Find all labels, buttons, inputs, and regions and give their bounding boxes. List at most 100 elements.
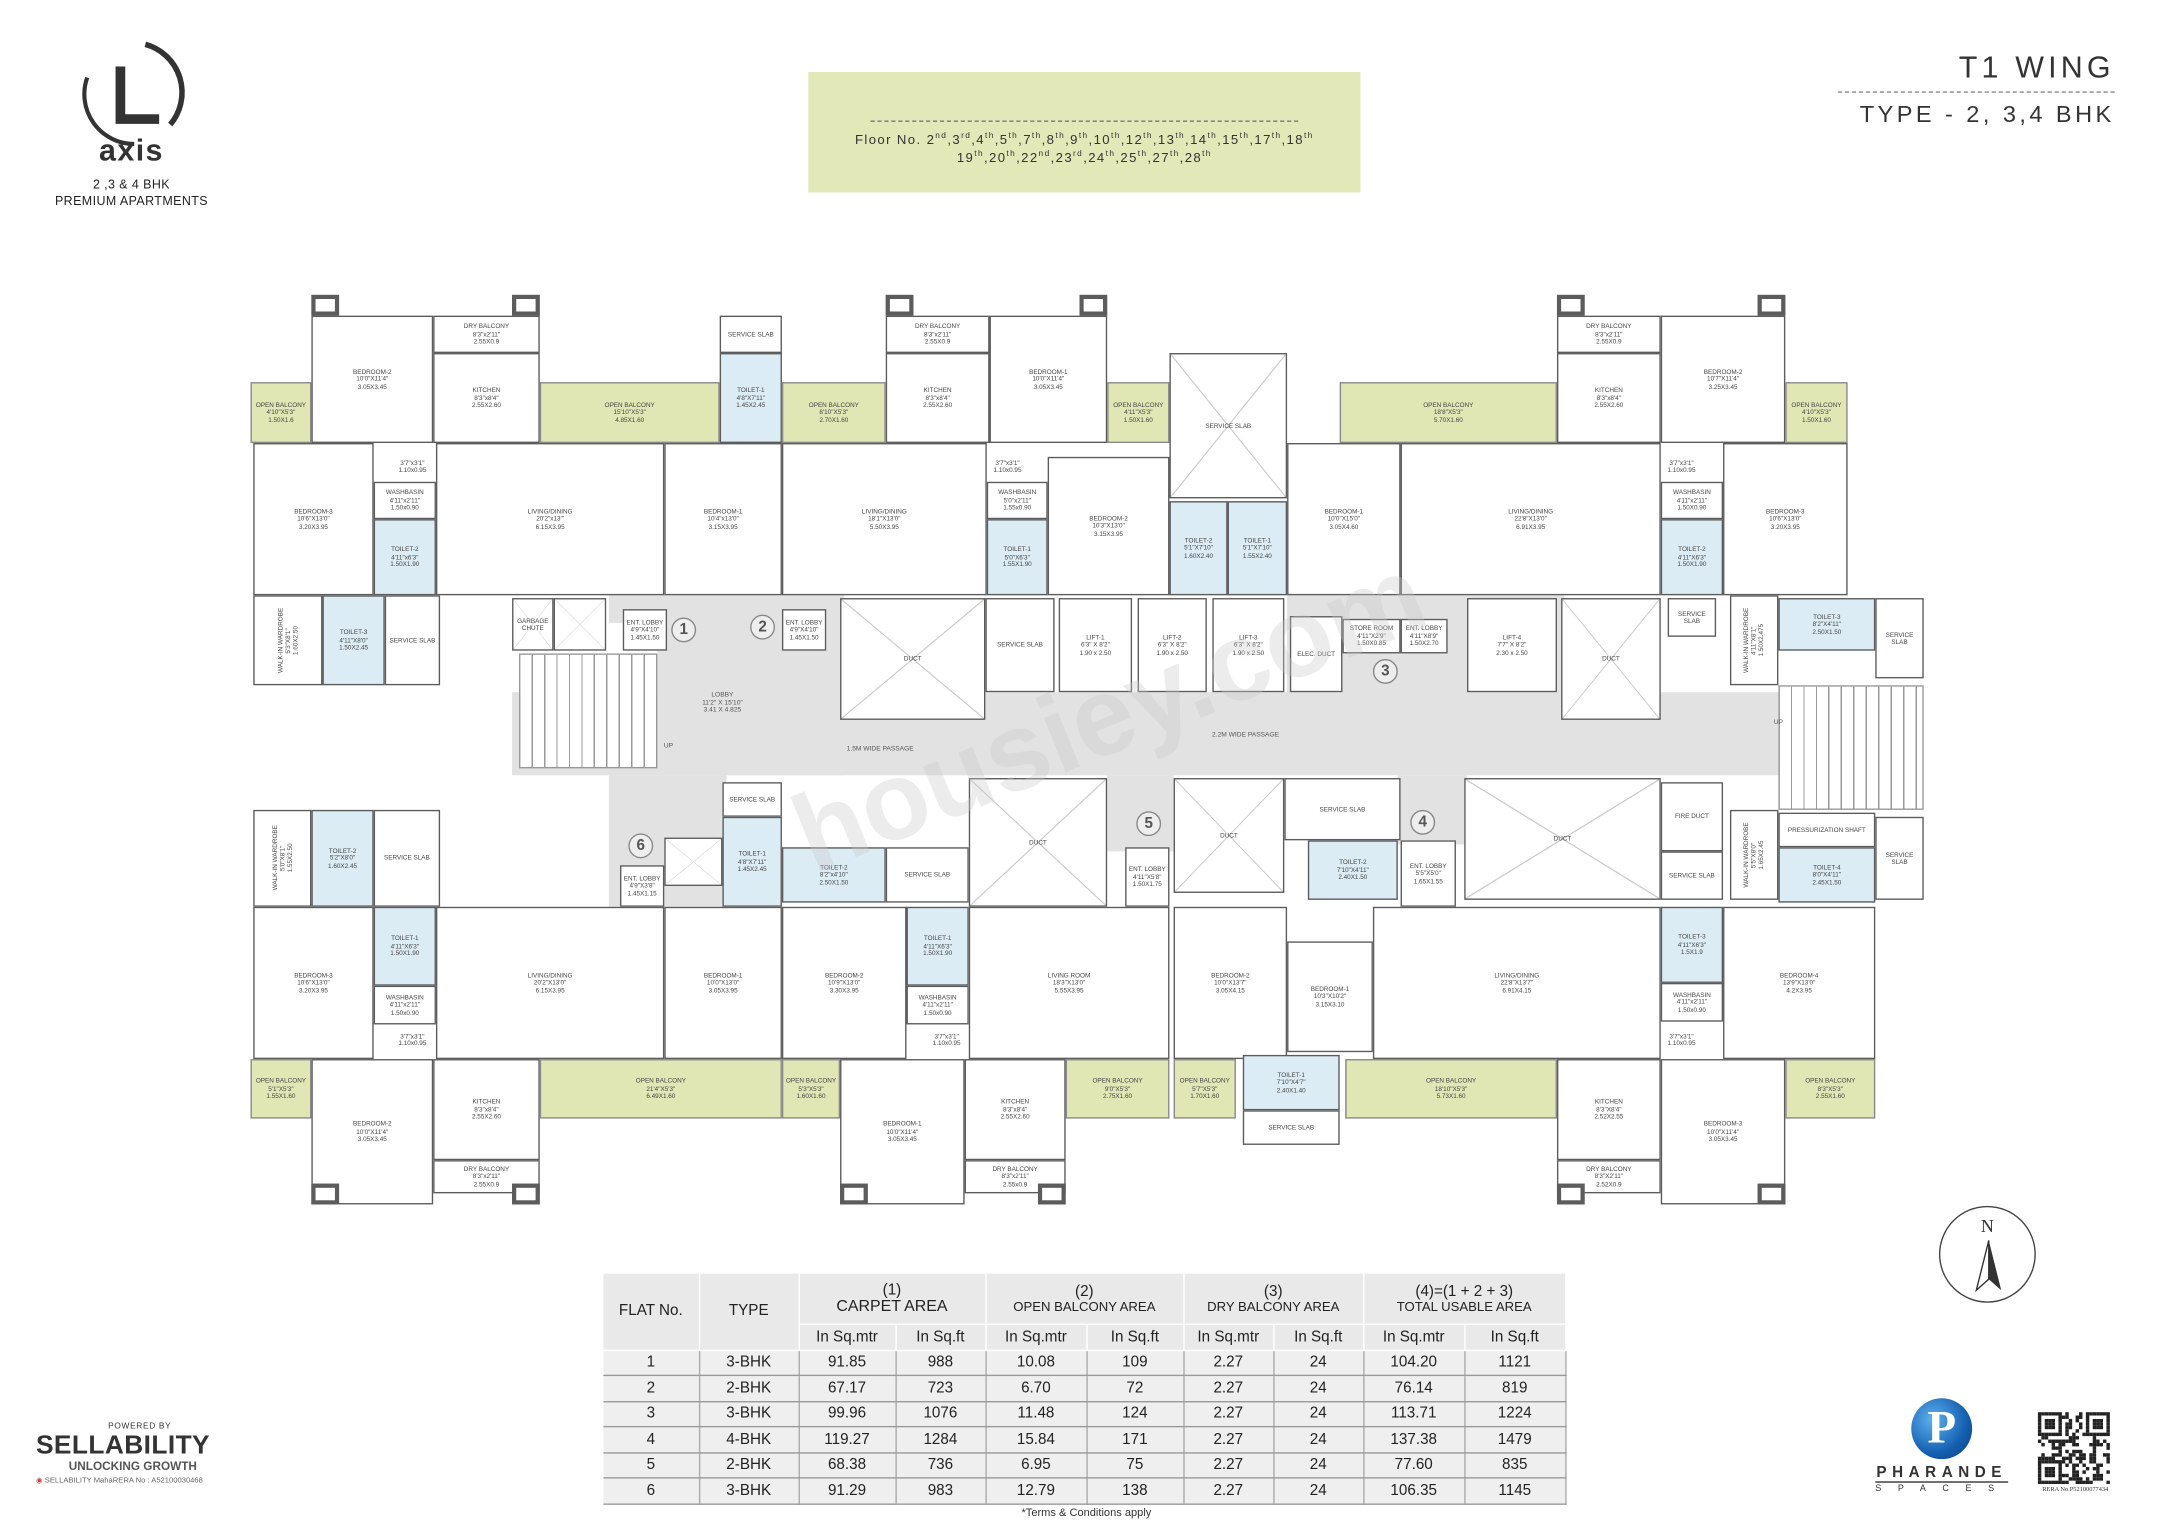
- floor-list-line-2: 19th,20th,22nd,23rd,24th,25th,27th,28th: [956, 150, 1212, 167]
- flat-number-1[interactable]: 1: [671, 617, 697, 643]
- floor-number: 28: [1184, 151, 1203, 167]
- qr-code-icon[interactable]: [2035, 1412, 2112, 1485]
- floor-number: 17: [1254, 133, 1272, 149]
- column-pillar: [512, 294, 540, 316]
- floor-suffix: th: [1271, 132, 1282, 142]
- room-name: SERVICE SLAB: [1677, 609, 1706, 625]
- room-dimension: 2.55X2.60: [923, 401, 953, 409]
- table-cell: 6.70: [985, 1375, 1088, 1402]
- room-dimension: 5'1"X5'3": [268, 1085, 294, 1093]
- room-dimension: 6.91X3.95: [1516, 522, 1546, 530]
- table-cell: 3-BHK: [698, 1349, 800, 1377]
- floor-number: 4: [976, 133, 985, 149]
- flat-number-5[interactable]: 5: [1136, 811, 1162, 837]
- room-dimension: 2.55X0.9: [473, 338, 500, 345]
- room-dimension: 6'3" X 8'2": [1080, 641, 1110, 649]
- table-cell: 1076: [895, 1401, 987, 1428]
- room-name: ENT. LOBBY: [1405, 624, 1443, 632]
- room-dimension: 8'2"x4'10": [819, 871, 848, 879]
- room-dimension: 6.15X3.95: [535, 986, 565, 994]
- room-dimension: 5'1"X7'10": [1184, 544, 1213, 552]
- floor-number: 10: [1093, 133, 1112, 149]
- table-cell: 68.38: [798, 1452, 897, 1479]
- floor-number: 3: [952, 133, 962, 149]
- room-name: LIFT-3: [1239, 633, 1258, 641]
- group-number: (4)=(1 + 2 + 3): [1415, 1282, 1514, 1300]
- room-dimension: 4'11"X8'0": [339, 636, 368, 644]
- room-dimension: 6.15X3.95: [535, 522, 565, 530]
- door-dimension: 3'7"x3'1"1.10x0.95: [1654, 1030, 1709, 1049]
- room-dimension: 5'0"X8'1": [278, 845, 286, 872]
- floor-suffix: rd: [961, 132, 972, 142]
- room-dimension: 20'2"X13'0": [533, 979, 567, 987]
- table-cell: 67.17: [798, 1375, 897, 1402]
- room-dimension: 8'3"x2'11": [923, 330, 952, 338]
- room-label: DUCT: [1029, 839, 1047, 846]
- table-cell: 3-BHK: [698, 1401, 800, 1428]
- header-group: (1)CARPET AREA: [798, 1273, 987, 1325]
- flat-number-2[interactable]: 2: [750, 614, 776, 640]
- room-dimension: 8'3"x2'11": [1595, 330, 1623, 338]
- table-cell: 91.85: [798, 1349, 897, 1377]
- room-dimension: 1.50X2.45: [339, 644, 369, 651]
- room-label: SERVICE SLAB: [729, 796, 775, 803]
- header-group: (2)OPEN BALCONY AREA: [985, 1273, 1184, 1325]
- flat-number-6[interactable]: 6: [628, 833, 654, 859]
- room-fire-duct: FIRE DUCT: [1660, 782, 1724, 852]
- room-dimension: 4'11"x2'11": [1676, 998, 1708, 1006]
- unit-header: In Sq.mtr: [1363, 1324, 1465, 1351]
- table-cell: 1121: [1464, 1349, 1566, 1377]
- room-dimension: 2.55X0.9: [1596, 338, 1622, 345]
- room-label: SERVICE SLAB: [1877, 851, 1923, 866]
- room-dimension: 1.90 x 2.50: [1156, 648, 1188, 656]
- room-dimension: 8'3"x8'4": [474, 394, 499, 402]
- room-dimension: 3.15X3.95: [1094, 529, 1124, 537]
- room-name: TOILET-1: [1277, 1071, 1305, 1079]
- room-dimension: 4'8"X7'11": [736, 394, 765, 402]
- room-name: ENT. LOBBY: [785, 618, 823, 626]
- room-dimension: 4'9"X4'10": [630, 626, 660, 634]
- table-cell: 3: [603, 1401, 700, 1428]
- header-group: (4)=(1 + 2 + 3)TOTAL USABLE AREA: [1363, 1273, 1566, 1325]
- brand-logo: axis 2 ,3 & 4 BHK PREMIUM APARTMENTS: [28, 28, 236, 215]
- flat-number-3[interactable]: 3: [1372, 658, 1398, 684]
- group-label: CARPET AREA: [836, 1298, 948, 1316]
- floor-number: 18: [1286, 133, 1304, 149]
- room-name: BEDROOM-1: [703, 507, 743, 515]
- room-dimension: 4'11"x2'11": [922, 1001, 953, 1009]
- floor-suffix: th: [1006, 150, 1017, 160]
- room-dimension: 8'3"x2'11": [1001, 1173, 1029, 1180]
- table-cell: 104.20: [1363, 1349, 1465, 1377]
- room-dimension: 1.60X2.50: [291, 625, 299, 655]
- flat-number-4[interactable]: 4: [1410, 809, 1436, 835]
- room-dimension: 6'3" X 8'2": [1157, 641, 1187, 649]
- room-label: SERVICE SLAB: [1877, 631, 1923, 646]
